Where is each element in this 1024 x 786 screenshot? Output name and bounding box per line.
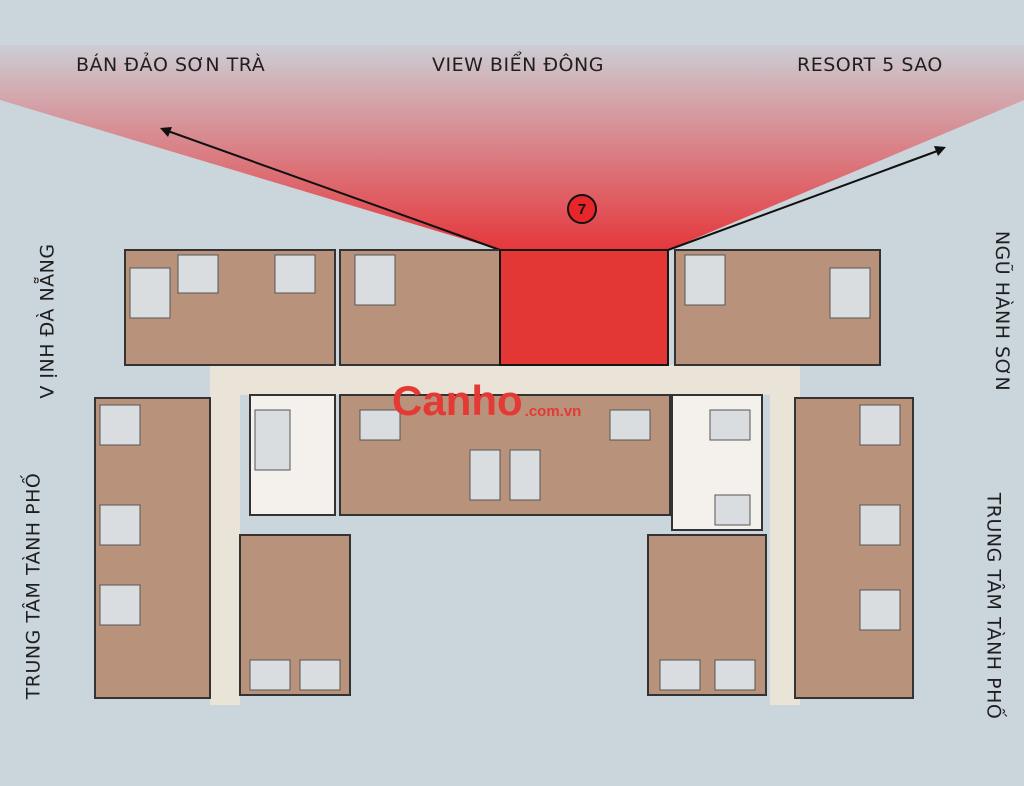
view-cone bbox=[0, 45, 1024, 250]
watermark-domain: .com.vn bbox=[524, 403, 582, 420]
watermark-logo: Canho .com.vn bbox=[392, 380, 581, 422]
view-line-right bbox=[667, 149, 941, 251]
label-resort-5-sao: RESORT 5 SAO bbox=[797, 54, 943, 76]
label-vinh-da-nang: V ỊNH ĐÀ NẴNG bbox=[36, 243, 59, 399]
label-trung-tam-left: TRUNG TÂM TÀNH PHỐ bbox=[22, 472, 45, 700]
view-line-left bbox=[164, 129, 501, 251]
label-ban-dao-son-tra: BÁN ĐẢO SƠN TRÀ bbox=[76, 54, 266, 76]
watermark-main: Canho bbox=[392, 377, 523, 424]
unit-number-badge[interactable]: 7 bbox=[567, 194, 597, 224]
arrow-right-icon bbox=[934, 146, 946, 156]
label-trung-tam-right: TRUNG TÂM TÀNH PHỐ bbox=[982, 492, 1005, 720]
highlighted-unit-overlay[interactable] bbox=[499, 249, 669, 366]
label-ngu-hanh-son: NGŨ HÀNH SƠN bbox=[991, 230, 1014, 392]
arrow-left-icon bbox=[160, 127, 172, 137]
label-view-bien-dong: VIEW BIỂN ĐÔNG bbox=[432, 54, 604, 76]
